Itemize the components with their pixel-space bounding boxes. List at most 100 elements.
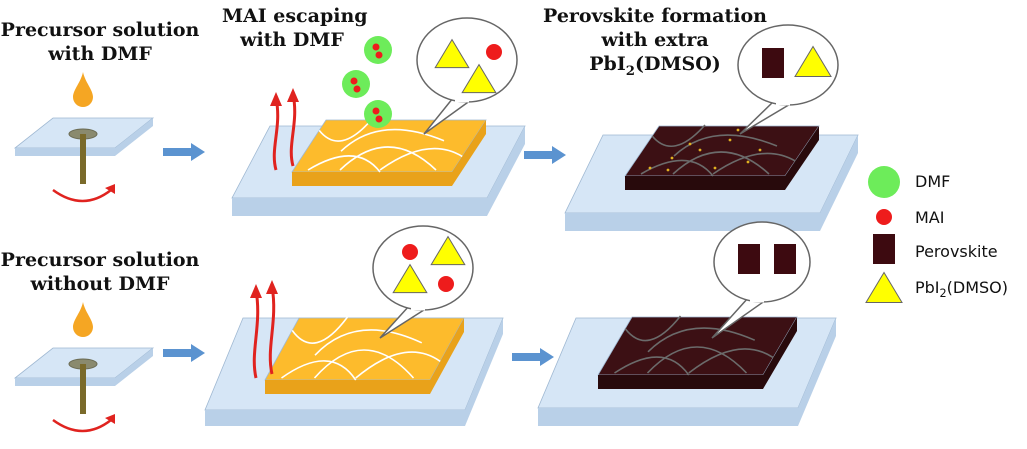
bubble-row2-right-perovskite-b: [774, 244, 796, 274]
dmf-cluster-2: [342, 70, 370, 98]
film-row1-mid-crack-4: [318, 118, 373, 142]
film-row2-right-crack-2: [647, 327, 756, 353]
substrate-row1-right-side: [820, 135, 858, 231]
coater-row2-substrate-front: [15, 378, 115, 386]
film-row2-mid-crack-2: [314, 329, 423, 356]
formula-main: PbI: [589, 53, 626, 75]
bubble-row2-mid: [372, 225, 474, 311]
coater-row1-rotation-arrowhead: [105, 184, 115, 194]
arrow-row2-a: [163, 344, 205, 362]
legend-mai-icon: [876, 209, 892, 225]
film-row1-mid-side: [452, 120, 486, 186]
legend-perovskite-icon: [873, 234, 895, 264]
bubble-row1-mid-mai: [486, 44, 502, 60]
legend-pbi2-label: PbI2(DMSO): [915, 278, 1009, 300]
bubble-row2-mid-tail-mask: [410, 307, 426, 311]
label-perovskite-formation-line3: PbI2(DMSO): [535, 52, 775, 79]
label-mai-escaping-line1: MAI escaping: [222, 5, 368, 27]
bubble-row1-mid-pbi2-b: [461, 63, 497, 94]
arrow-row1-b: [524, 146, 566, 164]
legend-dmf-label: DMF: [915, 172, 951, 191]
film-row2-mid-crack-3: [355, 351, 441, 379]
label-precursor-with-dmf-line1: Precursor solution: [0, 19, 200, 41]
label-mai-escaping-line2: with DMF: [240, 29, 344, 51]
film-row2-right-crack-4: [624, 315, 682, 342]
bubble-row1-right-perovskite: [762, 48, 784, 78]
legend-pbi2-icon: [865, 271, 903, 303]
film-row2-right-crack-3: [688, 348, 774, 374]
film-row1-mid-crack-0: [307, 155, 381, 173]
film-row2-mid-crack-1: [313, 349, 415, 379]
pbi2-speck-1: [670, 156, 674, 160]
film-row2-mid-crack-0: [281, 360, 357, 381]
legend-dmf-icon: [868, 166, 900, 198]
pbi2-speck-0: [648, 166, 652, 170]
coater-row1-substrate-side: [115, 118, 153, 156]
coater-row2-rotation-arrowhead: [105, 414, 115, 424]
dmf-cluster-3: [364, 100, 392, 128]
bubble-row2-mid-pbi2-a: [430, 235, 466, 266]
label-precursor-with-dmf-line2: with DMF: [48, 43, 152, 65]
label-precursor-with-dmf: Precursor solution with DMF: [0, 18, 200, 66]
dmf-cluster-2-mai-a: [350, 77, 358, 85]
film-row2-right-side: [763, 317, 797, 389]
dmf-cluster-1-mai-a: [372, 43, 380, 51]
pbi2-speck-7: [758, 148, 762, 152]
pbi2-speck-3: [728, 138, 732, 142]
dmf-cluster-1: [364, 36, 392, 64]
arrow-row1-a: [163, 143, 205, 161]
coater-row1-substrate-front: [15, 148, 115, 156]
vapor-row2-b: [268, 285, 276, 375]
substrate-row1-mid-side: [487, 126, 525, 216]
arrow-row2-b: [512, 348, 554, 366]
substrate-row2-mid-side: [465, 318, 503, 426]
vapor-row1-a-head: [270, 92, 282, 106]
vapor-row2-a-head: [250, 284, 262, 298]
film-row1-mid-front: [292, 172, 452, 186]
legend-perovskite-label: Perovskite: [915, 242, 998, 261]
bubble-row2-right-tail-mask: [749, 299, 765, 303]
substrate-row2-mid-front: [205, 410, 465, 426]
label-mai-escaping: MAI escaping with DMF: [222, 4, 368, 52]
film-row1-right-front: [625, 176, 785, 190]
bubble-row2-mid-mai-b: [438, 276, 454, 292]
legend-pbi2-main: PbI: [915, 278, 940, 297]
pbi2-speck-8: [666, 168, 670, 172]
vapor-row2-a: [252, 289, 260, 379]
film-row2-right-front: [598, 375, 763, 389]
label-precursor-without-dmf-line1: Precursor solution: [0, 249, 200, 271]
formula-sub: 2: [625, 63, 635, 79]
pbi2-speck-9: [736, 128, 740, 132]
bubble-row2-mid-pbi2-b: [392, 263, 428, 294]
coater-row2-rotation-arrow: [52, 418, 112, 433]
legend-pbi2-tail: (DMSO): [946, 278, 1009, 297]
substrate-row1-mid-front: [232, 198, 487, 216]
bubble-row1-right-tail-mask: [775, 102, 791, 106]
film-row2-right-crack-0: [614, 356, 690, 376]
legend-pbi2-sub: 2: [939, 286, 947, 300]
coater-row1-rotation-arrow: [52, 188, 112, 203]
film-row2-mid-side: [430, 318, 464, 394]
substrate-row2-right-side: [798, 318, 836, 426]
coater-row2-droplet: [73, 302, 93, 337]
dmf-cluster-1-mai-b: [375, 51, 383, 59]
film-row1-right-side: [785, 126, 819, 190]
film-row1-right-crack-4: [651, 124, 706, 147]
dmf-cluster-3-mai-b: [375, 115, 383, 123]
coater-row1-spindle: [80, 134, 86, 184]
label-perovskite-formation-line1: Perovskite formation: [543, 5, 767, 27]
pbi2-speck-5: [713, 166, 717, 170]
film-row1-mid-crack-3: [379, 147, 463, 171]
formula-tail: (DMSO): [634, 53, 721, 75]
pbi2-speck-6: [688, 142, 692, 146]
film-row1-mid-crack-2: [340, 128, 445, 152]
dmf-cluster-3-mai-a: [372, 107, 380, 115]
legend-mai-label: MAI: [915, 208, 945, 227]
film-row1-right-crack-3: [712, 152, 796, 175]
label-precursor-without-dmf-line2: without DMF: [30, 273, 170, 295]
bubble-row1-mid-tail-mask: [454, 99, 470, 103]
label-perovskite-formation: Perovskite formation with extra PbI2(DMS…: [535, 4, 775, 79]
pbi2-speck-2: [698, 148, 702, 152]
